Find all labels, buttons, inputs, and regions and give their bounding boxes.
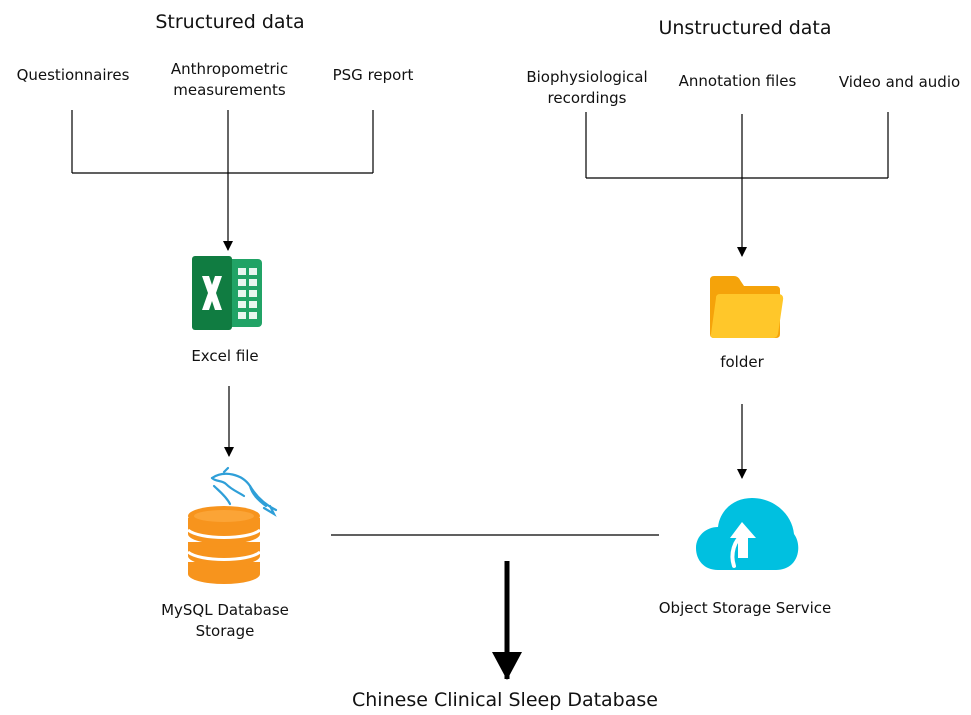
mysql-database-icon <box>187 466 278 584</box>
excel-file-label: Excel file <box>191 347 259 365</box>
source-psg-report: PSG report <box>332 66 414 84</box>
left-bracket <box>71 110 374 174</box>
unstructured-data-heading: Unstructured data <box>658 17 832 39</box>
source-anthropometric-text: Anthropometric measurements <box>170 60 289 99</box>
dolphin-icon <box>210 466 278 517</box>
output-database-label: Chinese Clinical Sleep Database <box>352 689 658 711</box>
object-storage-label: Object Storage Service <box>658 599 832 617</box>
source-video-audio: Video and audio <box>838 73 961 91</box>
folder-icon <box>710 276 784 338</box>
source-questionnaires: Questionnaires <box>16 66 130 84</box>
mysql-label-text: MySQL Database Storage <box>161 601 289 640</box>
source-biophysiological-text: Biophysiological recordings <box>526 68 648 107</box>
mysql-label: MySQL Database Storage <box>130 600 320 642</box>
structured-data-heading: Structured data <box>155 11 305 33</box>
source-annotation-files: Annotation files <box>678 72 797 90</box>
folder-label: folder <box>720 353 764 371</box>
source-biophysiological: Biophysiological recordings <box>512 67 662 109</box>
object-storage-cloud-icon <box>696 498 799 570</box>
right-bracket <box>585 112 889 179</box>
source-anthropometric: Anthropometric measurements <box>152 59 307 101</box>
excel-icon <box>192 256 262 330</box>
